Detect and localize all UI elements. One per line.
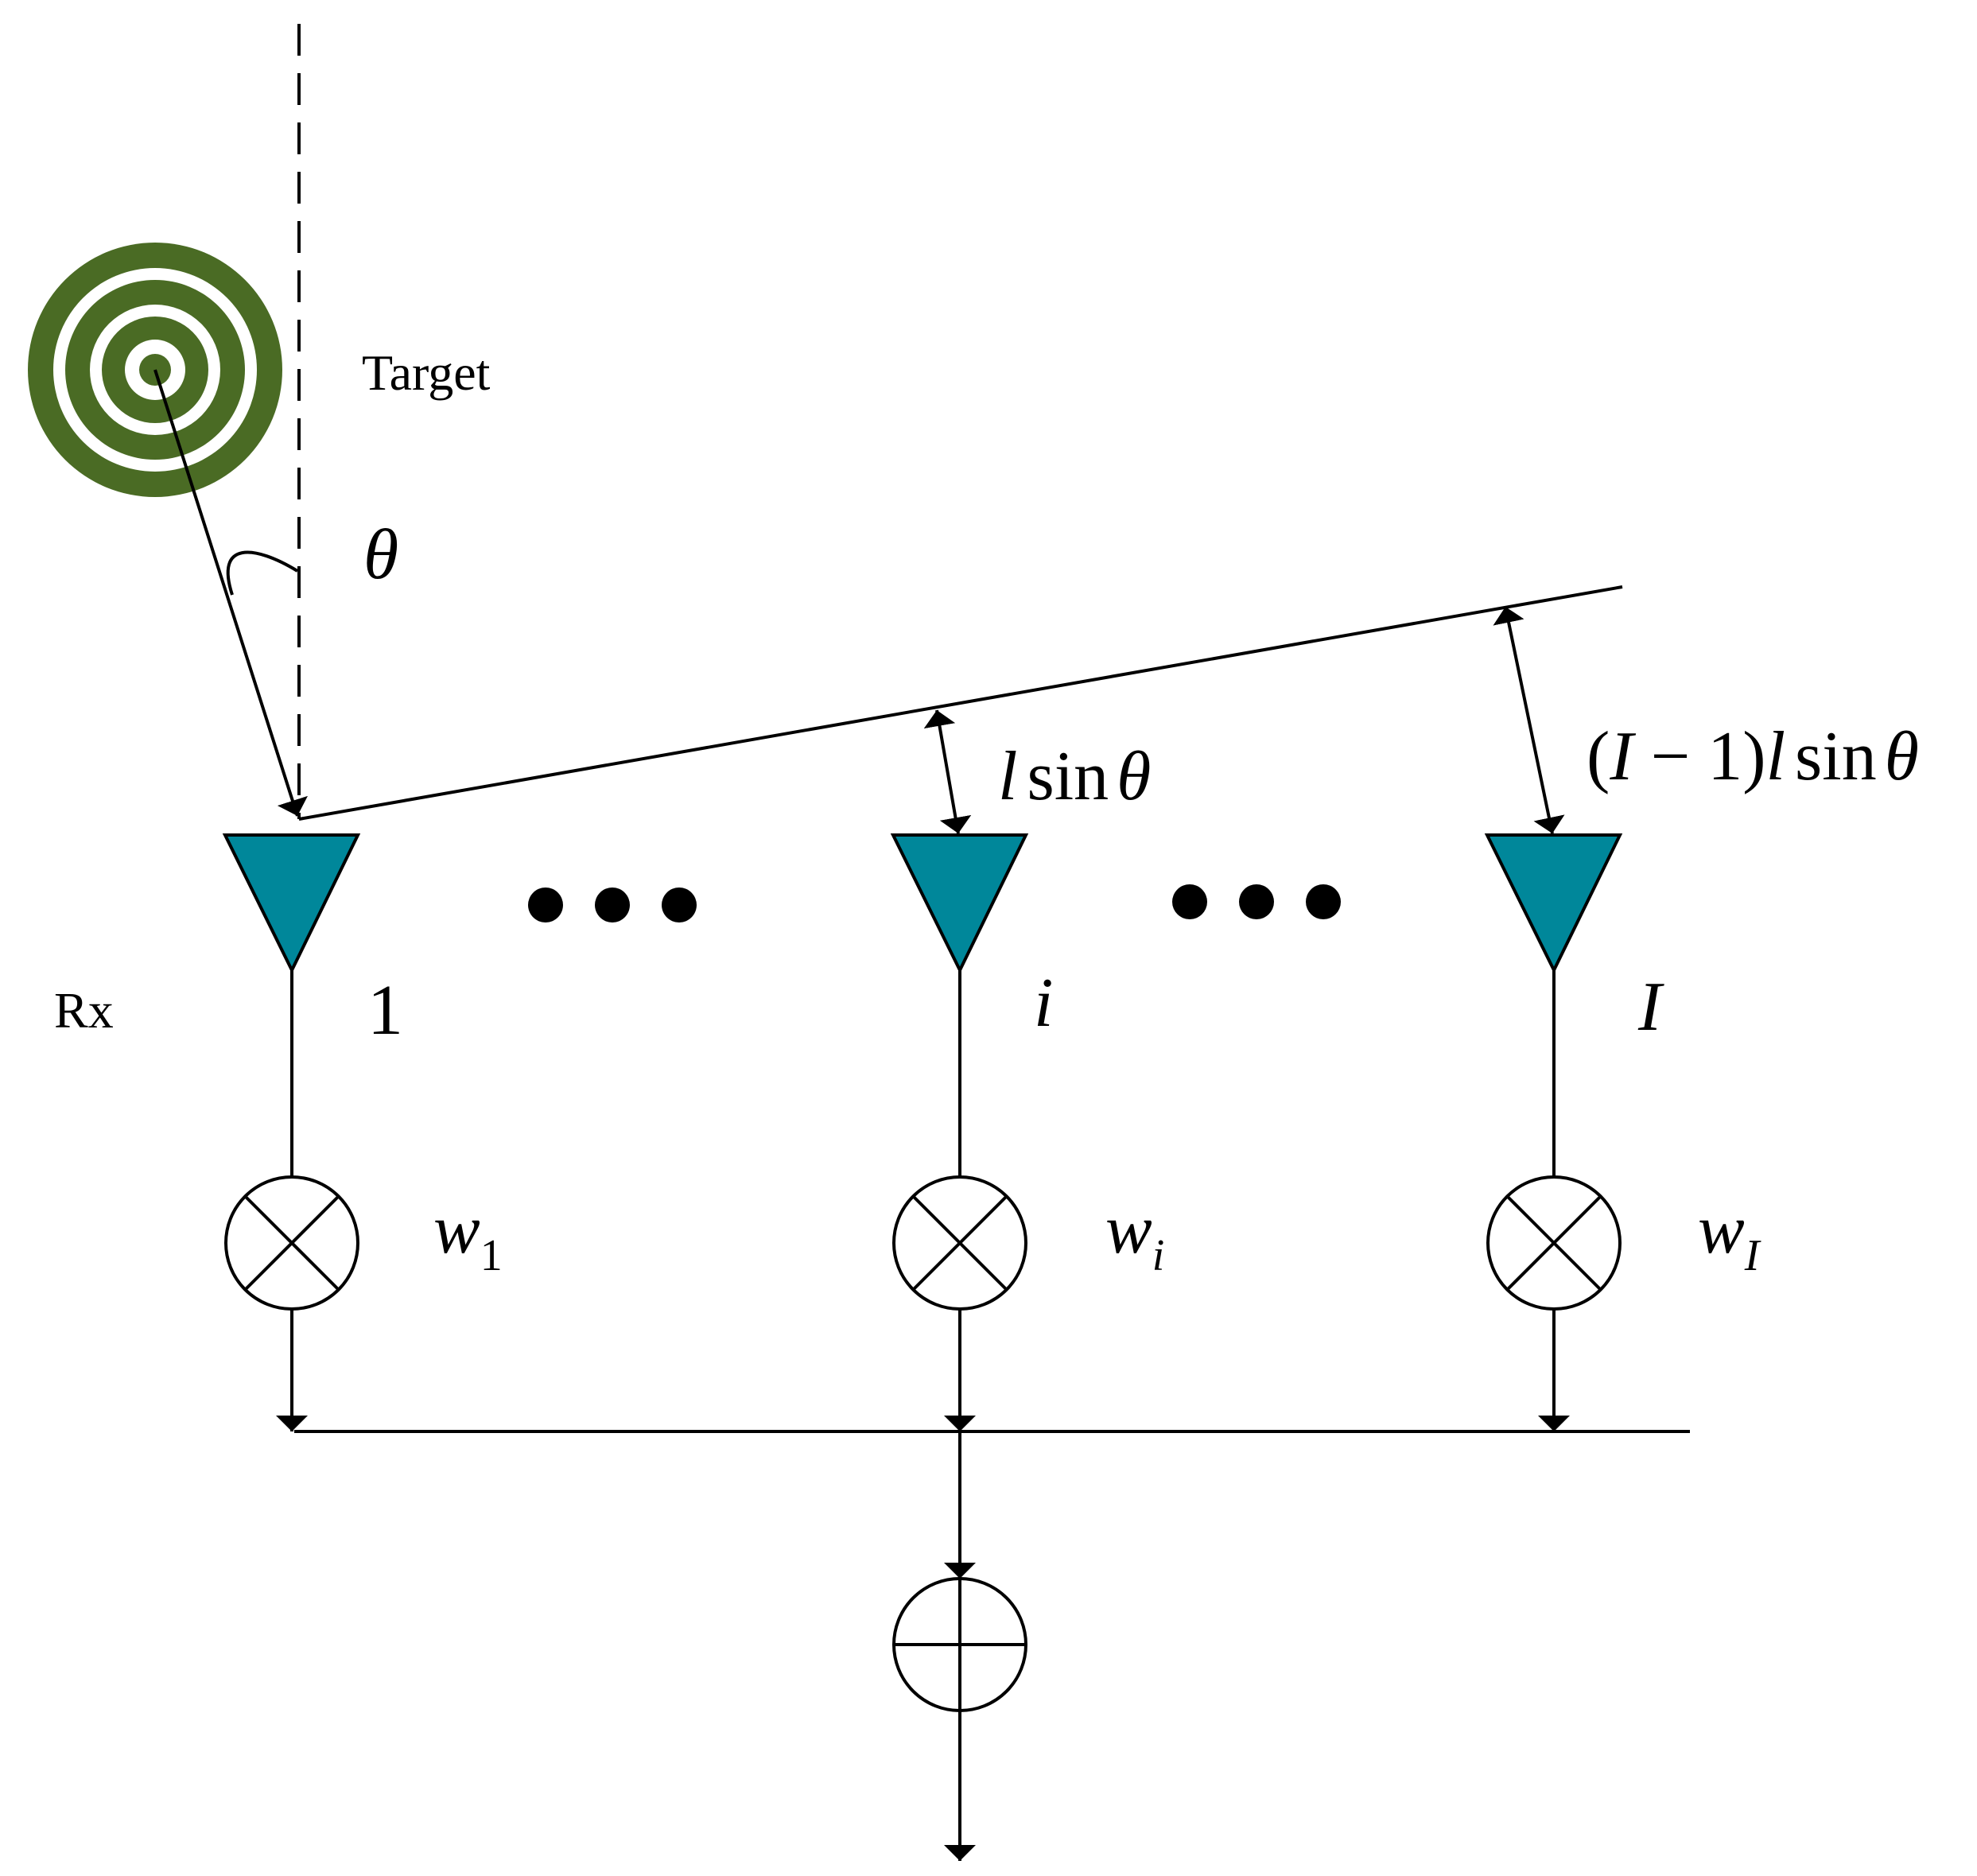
- element-index-label: 1: [367, 971, 403, 1050]
- weight-label: w1: [433, 1191, 503, 1280]
- target-label: Target: [362, 344, 491, 401]
- multiplier-icon: [1486, 1175, 1622, 1311]
- angle-theta-label: θ: [363, 515, 398, 594]
- weight-label: wI: [1698, 1191, 1761, 1280]
- wavefront-line: [298, 585, 1623, 821]
- angle-arc: [226, 550, 299, 596]
- array-element-I: I wI: [1484, 833, 1761, 1431]
- multiplier-icon: [224, 1175, 359, 1311]
- receiver-label: Rx: [54, 982, 114, 1039]
- element-index-label: I: [1637, 969, 1664, 1046]
- summer-icon: [892, 1577, 1027, 1712]
- array-element-1: 1 w1: [222, 833, 503, 1431]
- incident-ray: [153, 369, 308, 817]
- ellipsis-left: [528, 888, 697, 922]
- spacing-arrow-element-I: [1493, 606, 1565, 834]
- spacing-arrow-element-i: [923, 709, 972, 834]
- multiplier-icon: [892, 1175, 1027, 1311]
- triangle-antenna-icon: [222, 833, 361, 974]
- triangle-antenna-icon: [1484, 833, 1623, 974]
- element-index-label: i: [1034, 965, 1053, 1042]
- array-element-i: i wi: [890, 833, 1164, 1431]
- weight-label: wi: [1105, 1191, 1164, 1280]
- ellipsis-right: [1172, 884, 1341, 919]
- triangle-antenna-icon: [890, 833, 1029, 974]
